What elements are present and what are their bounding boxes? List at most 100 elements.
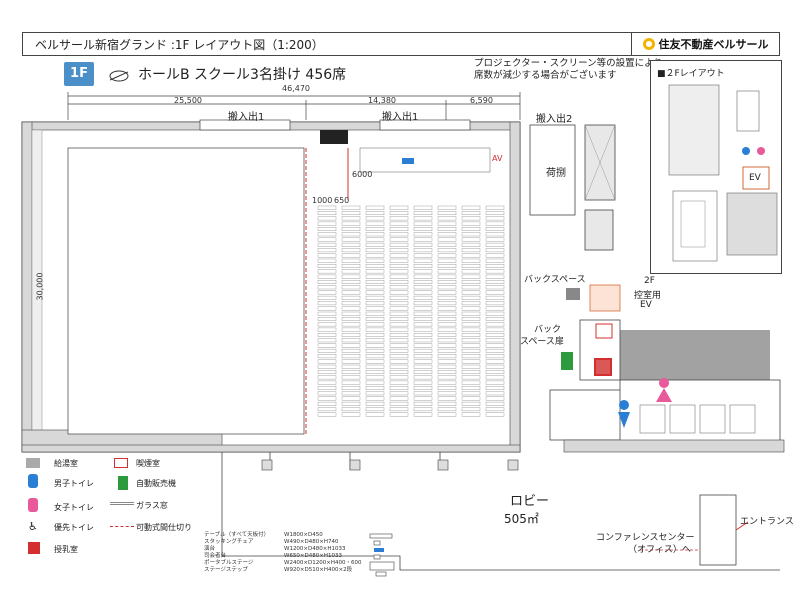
seat-row [317, 364, 337, 369]
seat-row [437, 386, 457, 390]
seat-row [485, 396, 505, 401]
womens-toilet-icon [659, 378, 669, 388]
seat-row [413, 242, 433, 247]
seat-row [389, 322, 409, 327]
spec-name: スタッキングチェア [204, 539, 254, 545]
note-line-1: プロジェクター・スクリーン等の設置により [474, 58, 663, 69]
seat-row [485, 327, 505, 332]
seat-row [437, 391, 457, 396]
seat-row [437, 232, 457, 237]
vending-machine-icon [561, 352, 573, 370]
seat-row [365, 226, 385, 231]
seat-row [413, 280, 433, 284]
dim-height: 30,000 [35, 272, 45, 301]
seat-row [461, 258, 481, 263]
seat-row [365, 269, 385, 274]
seat-row [341, 380, 361, 385]
spec-size: W1800×D450 [284, 532, 323, 538]
seat-row [341, 375, 361, 380]
seat-row [389, 364, 409, 369]
seat-row [485, 269, 505, 274]
title-bar: ベルサール新宿グランド :1F レイアウト図（1:200） 住友不動産ベルサール [22, 32, 780, 56]
equipment-icons [369, 533, 395, 577]
seat-row [365, 338, 385, 343]
seat-row [389, 333, 409, 337]
seat-row [365, 211, 385, 216]
seat-row [341, 327, 361, 332]
seat-row [413, 274, 433, 279]
compass-icon [109, 70, 129, 82]
seat-row [317, 253, 337, 258]
spec-name: ポータブルステージ [204, 560, 254, 566]
seat-row [341, 311, 361, 316]
legend: 給湯室 喫煙室 男子トイレ 自動販売機 女子トイレ ガラス窓 ♿ 優先トイレ 可… [26, 458, 226, 568]
seat-row [389, 211, 409, 216]
seat-row [365, 375, 385, 380]
nursing-legend-icon [28, 542, 40, 554]
smoking-legend-icon [114, 458, 128, 468]
seat-row [365, 391, 385, 396]
seat-row [461, 391, 481, 396]
seat-row [485, 338, 505, 343]
dim-seg2: 14,380 [368, 96, 396, 105]
seat-row [365, 322, 385, 327]
conference-label-1: コンファレンスセンター [596, 533, 695, 543]
seat-row [389, 232, 409, 237]
seat-row [341, 248, 361, 253]
conference-label-2: （オフィス）へ [628, 545, 691, 555]
seat-row [413, 317, 433, 321]
smoking-icon [595, 323, 613, 339]
seat-row [365, 396, 385, 401]
seat-row [365, 359, 385, 364]
seat-row [461, 343, 481, 348]
seat-row [437, 211, 457, 216]
seat-row [461, 338, 481, 343]
seat-row [413, 359, 433, 364]
seat-row [485, 248, 505, 253]
seat-row [365, 248, 385, 253]
seat-row [317, 348, 337, 353]
seat-row [341, 221, 361, 226]
seat-row [485, 386, 505, 390]
seat-row [317, 205, 337, 210]
seat-row [413, 285, 433, 290]
seat-row [485, 375, 505, 380]
seat-row [461, 232, 481, 237]
page-title: ベルサール新宿グランド :1F レイアウト図（1:200） [35, 38, 324, 52]
seat-row [437, 258, 457, 263]
seat-row [317, 375, 337, 380]
seat-row [413, 264, 433, 268]
seat-row [389, 338, 409, 343]
legend-accessible: 優先トイレ [54, 523, 94, 532]
seat-row [389, 264, 409, 268]
seat-row [413, 269, 433, 274]
seat-row [413, 327, 433, 332]
seat-row [461, 242, 481, 247]
seat-row [365, 364, 385, 369]
brand-logo: 住友不動産ベルサール [631, 33, 779, 55]
seat-row [485, 295, 505, 300]
back-door-label-2: スペース扉 [520, 337, 564, 347]
seat-row [365, 327, 385, 332]
seat-row [317, 322, 337, 327]
kitchen-legend-icon [26, 458, 40, 468]
seat-row [461, 269, 481, 274]
seat-row [365, 280, 385, 284]
ev-2f-control [589, 284, 621, 312]
seat-row [365, 407, 385, 412]
seat-row [437, 242, 457, 247]
seat-row [485, 380, 505, 385]
legend-smoking: 喫煙室 [136, 459, 160, 468]
seat-row [461, 280, 481, 284]
womens-toilet-legend-icon [28, 498, 38, 512]
seat-row [389, 343, 409, 348]
vending-legend-icon [118, 476, 128, 490]
seat-row [317, 401, 337, 406]
seat-row [365, 380, 385, 385]
seat-row [389, 380, 409, 385]
partition-legend-icon [110, 526, 134, 527]
spec-size: W650×D480×H1033 [284, 553, 343, 559]
seat-row [365, 317, 385, 321]
seat-row [389, 258, 409, 263]
seat-row [461, 211, 481, 216]
